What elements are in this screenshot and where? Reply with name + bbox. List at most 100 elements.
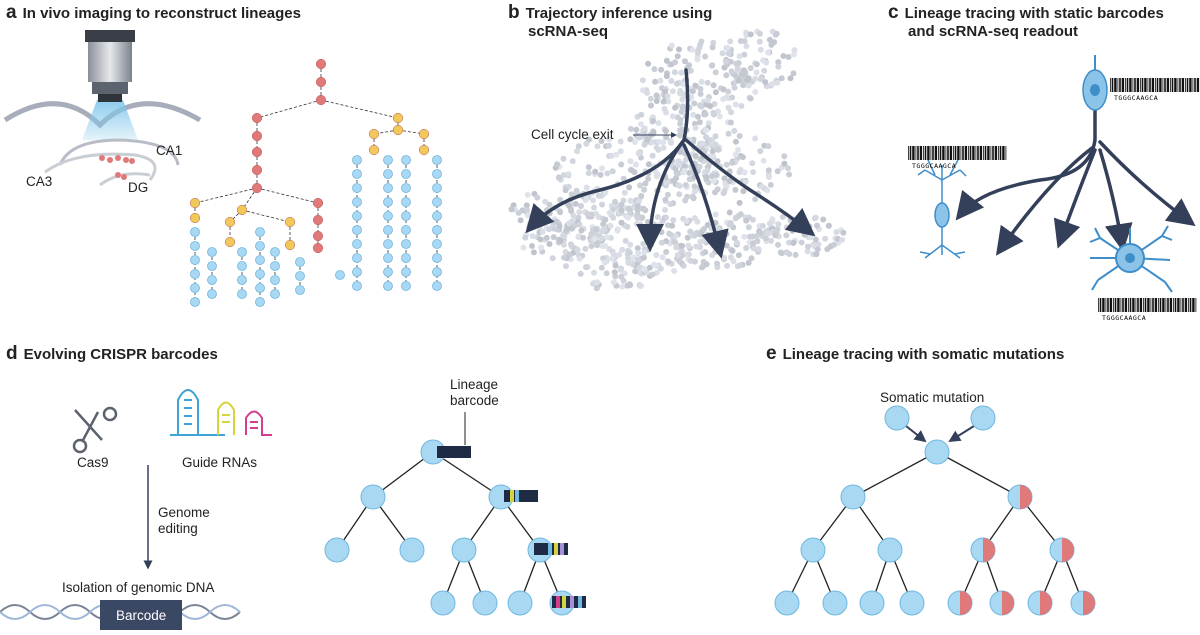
tree-edge	[432, 451, 502, 498]
scatter-cell	[602, 189, 609, 196]
scatter-cell	[712, 133, 719, 140]
scatter-cell	[601, 259, 608, 266]
scatter-cell	[576, 221, 583, 228]
scatter-cell	[752, 75, 759, 82]
lineage-cell	[401, 197, 411, 207]
scatter-cell	[668, 42, 675, 49]
tree-cell	[877, 537, 903, 563]
scatter-cell	[580, 234, 586, 241]
scatter-cell	[669, 88, 676, 95]
scatter-cell	[707, 137, 714, 143]
barcode-bar	[954, 146, 957, 160]
scatter-cell	[737, 38, 744, 44]
scatter-cell	[660, 98, 667, 105]
scatter-cell	[624, 223, 631, 230]
scatter-cell	[575, 143, 582, 150]
scatter-cell	[691, 183, 698, 190]
scatter-cell	[740, 71, 747, 78]
scatter-cell	[524, 191, 531, 198]
barcode-bar	[972, 146, 975, 160]
lineage-cell	[352, 239, 362, 249]
lineage-cell	[270, 247, 280, 257]
scatter-cell	[767, 181, 774, 188]
scatter-cell	[637, 182, 644, 189]
barcode-bar	[992, 146, 994, 160]
scatter-cell	[598, 138, 605, 144]
scatter-cell	[715, 108, 721, 115]
scatter-cell	[691, 100, 698, 107]
barcode-label: Barcode	[116, 608, 167, 623]
scatter-cell	[804, 248, 811, 255]
scatter-cell	[773, 30, 780, 37]
scatter-cell	[769, 81, 776, 87]
scatter-cell	[654, 214, 661, 220]
barcode-bar	[927, 146, 930, 160]
lineage-cell	[237, 261, 247, 271]
scatter-cell	[731, 127, 738, 134]
scatter-cell	[584, 210, 591, 217]
scatter-cell	[588, 231, 595, 238]
scatter-cell	[732, 72, 739, 79]
panel-e-lineage-tree	[774, 405, 1096, 616]
scatter-cell	[745, 224, 752, 231]
barcode-bar	[975, 146, 977, 160]
lineage-cell	[401, 169, 411, 179]
lineage-cell	[312, 230, 324, 242]
scatter-cell	[616, 251, 623, 258]
barcode-bar	[1102, 298, 1105, 312]
scatter-cell	[574, 148, 581, 155]
lineage-cell	[383, 197, 393, 207]
scatter-cell	[585, 170, 592, 177]
lineage-cell	[237, 289, 247, 299]
barcode-edit-mark	[510, 490, 514, 502]
scatter-cell	[645, 161, 652, 168]
scatter-cell	[679, 96, 686, 103]
scatter-cell	[617, 266, 624, 273]
scatter-cell	[578, 203, 584, 209]
scatter-cell	[647, 95, 654, 102]
lineage-edge	[241, 209, 291, 223]
scatter-cell	[688, 94, 695, 101]
barcode-bar	[1121, 78, 1125, 92]
lineage-cell	[432, 239, 442, 249]
scatter-cell	[677, 148, 684, 155]
somatic-mutation-half	[960, 591, 972, 615]
lineage-cell	[270, 261, 280, 271]
scatter-cell	[779, 214, 786, 220]
scatter-cell	[691, 215, 698, 222]
scatter-cell	[725, 88, 732, 95]
scatter-cell	[757, 148, 764, 155]
barcode-edit-mark	[570, 596, 574, 608]
scatter-cell	[651, 66, 658, 73]
scatter-cell	[749, 216, 756, 223]
multipolar-neuron-icon	[1089, 225, 1173, 293]
scatter-cell	[679, 103, 686, 110]
tree-cell	[800, 537, 826, 563]
scatter-cell	[668, 78, 675, 84]
lineage-cell	[315, 76, 327, 88]
scatter-cell	[529, 214, 536, 221]
barcode-edit-mark	[560, 543, 564, 555]
dg-label: DG	[128, 180, 149, 195]
lineage-cell	[189, 212, 201, 224]
scatter-cell	[653, 144, 660, 151]
barcode-bar	[1169, 298, 1173, 312]
scatter-cell	[681, 91, 688, 98]
scatter-cell	[669, 222, 676, 229]
barcode-bar	[1147, 298, 1150, 312]
scatter-cell	[732, 186, 739, 193]
scatter-cell	[661, 105, 668, 112]
guide-rnas-label: Guide RNAs	[182, 455, 258, 470]
barcode-bar	[932, 146, 934, 160]
scatter-cell	[734, 65, 741, 72]
scatter-cell	[644, 136, 651, 143]
scatter-cell	[635, 250, 642, 257]
scatter-cell	[674, 53, 681, 60]
lineage-cell	[368, 128, 380, 140]
barcode-bar	[1149, 78, 1151, 92]
barcode-bar	[1184, 298, 1188, 312]
